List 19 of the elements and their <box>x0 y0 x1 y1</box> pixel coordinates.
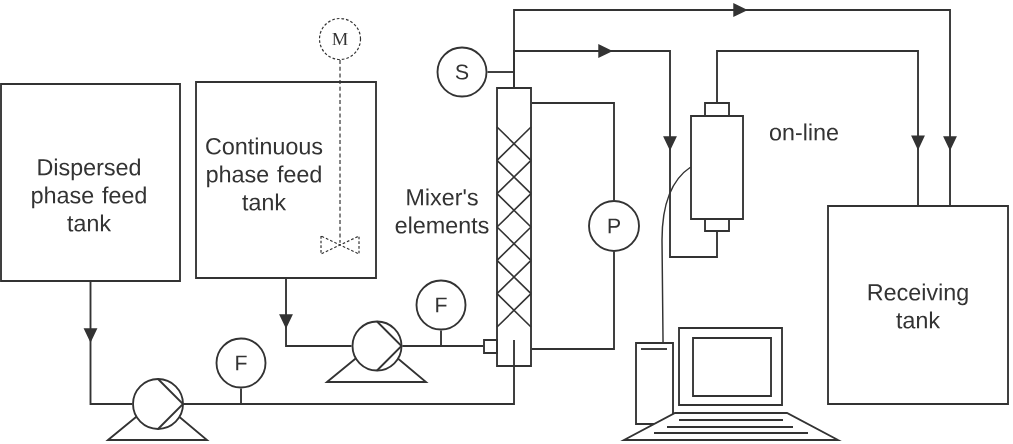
pipe-line <box>183 366 515 405</box>
pipe-line <box>531 102 615 201</box>
instrument-line <box>440 329 442 347</box>
instrument-line <box>240 387 242 405</box>
pipe-line <box>531 251 615 350</box>
flow-arrow <box>716 50 925 206</box>
shaft-line <box>339 59 341 244</box>
flow-arrow <box>279 278 353 347</box>
tank-box: Dispersed phase feed tank <box>0 83 181 282</box>
cable <box>661 166 692 343</box>
instrument-line <box>486 71 515 73</box>
flow-arrow <box>513 44 718 258</box>
impeller-symbol <box>320 235 360 255</box>
mixer-label: Mixer's elements <box>395 188 489 234</box>
tank-box: Continuous phase feed tank <box>195 81 377 279</box>
flow-arrow <box>513 3 957 206</box>
device-label: on-line <box>769 123 838 141</box>
pipe-line <box>401 345 484 347</box>
tank-box: Receiving tank <box>827 205 1009 405</box>
